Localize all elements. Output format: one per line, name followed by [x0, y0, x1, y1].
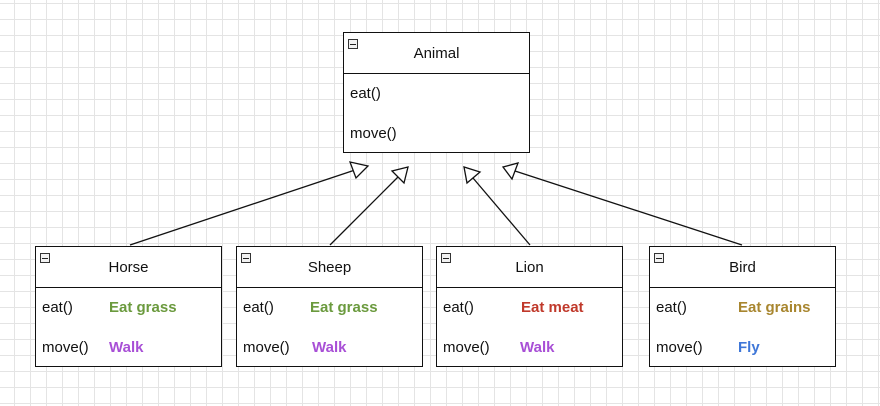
eat-implementation: Eat grains: [738, 299, 811, 316]
class-animal-operations: eat() move(): [344, 74, 529, 154]
operation-row-eat[interactable]: eat() Eat grass: [237, 288, 422, 328]
class-bird-operations: eat() Eat grains move() Fly: [650, 288, 835, 368]
class-lion-header[interactable]: Lion: [437, 247, 622, 288]
operation-move: move(): [42, 339, 89, 356]
operation-row-eat[interactable]: eat() Eat grass: [36, 288, 221, 328]
class-horse-operations: eat() Eat grass move() Walk: [36, 288, 221, 368]
operation-row-move[interactable]: move() Walk: [437, 328, 622, 368]
operation-move: move(): [656, 339, 703, 356]
collapse-icon[interactable]: [654, 253, 664, 263]
operation-row-move[interactable]: move(): [344, 114, 529, 154]
arrow-head-horse: [348, 161, 370, 180]
collapse-icon[interactable]: [441, 253, 451, 263]
collapse-icon[interactable]: [40, 253, 50, 263]
operation-eat: eat(): [243, 299, 274, 316]
operation-move: move(): [243, 339, 290, 356]
class-animal-header[interactable]: Animal: [344, 33, 529, 74]
arrow-head-sheep: [390, 166, 409, 185]
eat-implementation: Eat grass: [109, 299, 177, 316]
arrow-line-lion: [472, 177, 531, 246]
arrow-head-lion: [463, 166, 482, 185]
arrow-line-bird: [514, 170, 743, 246]
inheritance-arrow-horse[interactable]: [129, 161, 370, 246]
operation-move: move(): [443, 339, 490, 356]
move-implementation: Fly: [738, 339, 760, 356]
eat-implementation: Eat grass: [310, 299, 378, 316]
class-sheep[interactable]: Sheep eat() Eat grass move() Walk: [236, 246, 423, 367]
class-horse[interactable]: Horse eat() Eat grass move() Walk: [35, 246, 222, 367]
arrow-head-bird: [501, 162, 520, 181]
class-sheep-header[interactable]: Sheep: [237, 247, 422, 288]
eat-implementation: Eat meat: [521, 299, 584, 316]
operation-row-eat[interactable]: eat(): [344, 74, 529, 114]
class-name: Bird: [729, 258, 756, 276]
operation-move: move(): [350, 125, 397, 142]
move-implementation: Walk: [520, 339, 555, 356]
inheritance-arrow-bird[interactable]: [501, 162, 743, 246]
collapse-icon[interactable]: [241, 253, 251, 263]
class-lion-operations: eat() Eat meat move() Walk: [437, 288, 622, 368]
operation-row-eat[interactable]: eat() Eat meat: [437, 288, 622, 328]
operation-row-move[interactable]: move() Walk: [237, 328, 422, 368]
arrow-line-sheep: [329, 176, 399, 246]
inheritance-arrow-lion[interactable]: [463, 166, 531, 246]
move-implementation: Walk: [109, 339, 144, 356]
class-name: Sheep: [307, 258, 352, 276]
class-sheep-operations: eat() Eat grass move() Walk: [237, 288, 422, 368]
class-animal[interactable]: Animal eat() move(): [343, 32, 530, 153]
operation-row-eat[interactable]: eat() Eat grains: [650, 288, 835, 328]
class-name: Animal: [413, 44, 460, 62]
operation-eat: eat(): [42, 299, 73, 316]
operation-eat: eat(): [350, 85, 381, 102]
operation-row-move[interactable]: move() Walk: [36, 328, 221, 368]
inheritance-arrow-sheep[interactable]: [329, 166, 409, 246]
arrow-line-horse: [129, 169, 356, 246]
operation-row-move[interactable]: move() Fly: [650, 328, 835, 368]
class-name: Horse: [108, 258, 149, 276]
operation-eat: eat(): [656, 299, 687, 316]
collapse-icon[interactable]: [348, 39, 358, 49]
class-bird-header[interactable]: Bird: [650, 247, 835, 288]
class-bird[interactable]: Bird eat() Eat grains move() Fly: [649, 246, 836, 367]
class-lion[interactable]: Lion eat() Eat meat move() Walk: [436, 246, 623, 367]
class-name: Lion: [515, 258, 544, 276]
operation-eat: eat(): [443, 299, 474, 316]
class-horse-header[interactable]: Horse: [36, 247, 221, 288]
move-implementation: Walk: [312, 339, 347, 356]
